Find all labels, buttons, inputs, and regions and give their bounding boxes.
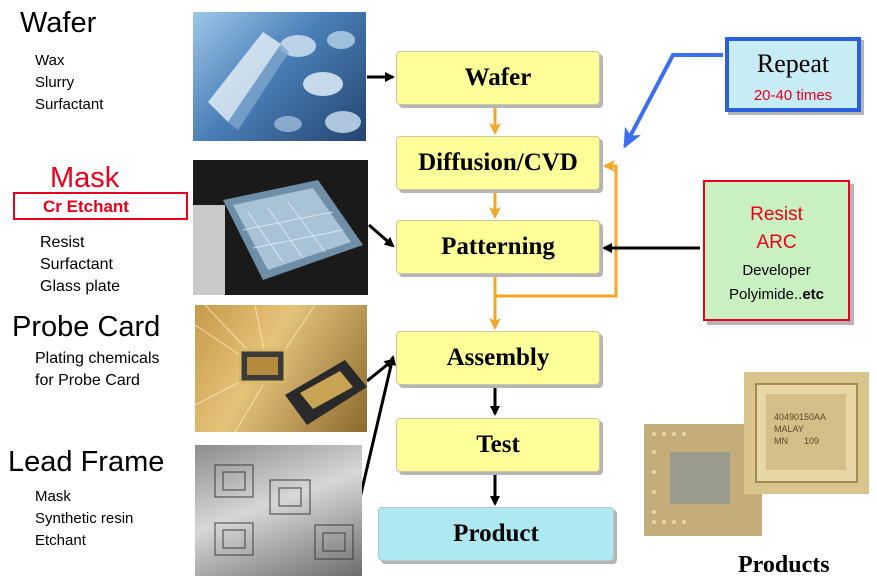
chip-marking-4: 109 [804,436,819,446]
wafer-item: Slurry [35,74,75,91]
polyimide-label: Polyimide..etc [705,286,848,303]
node-test: Test [396,418,600,472]
lead-frame-items: Mask Synthetic resin Etchant [35,486,133,552]
probe-card-item: Plating chemicals [35,350,160,367]
mask-items: Resist Surfactant Glass plate [40,232,120,298]
node-assembly: Assembly [396,331,600,385]
node-wafer: Wafer [396,51,600,105]
chip-marking-1: 40490150AA [774,412,826,422]
products-photo: 40490150AA MALAY MN 109 [644,372,869,564]
chip-marking-2: MALAY [774,424,804,434]
lead-frame-title: Lead Frame [8,446,165,478]
probe-card-title: Probe Card [12,311,161,343]
wafer-title: Wafer [20,7,97,39]
node-product: Product [378,507,614,561]
mask-title: Mask [50,162,120,194]
lead-frame-photo [195,445,362,576]
probe-card-photo [195,305,367,432]
mask-item: Resist [40,234,85,251]
lead-frame-item: Etchant [35,532,86,549]
arrow-mask-patterning [368,223,395,248]
resist-label: Resist [750,204,803,225]
repeat-loop-line [493,160,618,298]
probe-card-item: for Probe Card [35,372,140,389]
node-patterning: Patterning [396,220,600,274]
arrow-lead-assembly [354,355,397,516]
repeat-times: 20-40 times [753,87,833,104]
resist-box: Resist ARC Developer Polyimide..etc [703,180,850,321]
cr-etchant-box: Cr Etchant [13,192,188,220]
arrow-repeat [623,53,723,149]
repeat-title: Repeat [756,49,830,78]
lead-frame-item: Mask [35,488,71,505]
mask-item: Glass plate [40,278,121,295]
probe-card-items: Plating chemicals for Probe Card [35,348,160,392]
wafer-photo [193,12,366,141]
mask-item: Surfactant [40,256,113,273]
wafer-item: Wax [35,52,65,69]
etc-text: etc [802,286,825,303]
polyimide-text: Polyimide.. [728,286,803,303]
lead-frame-item: Synthetic resin [35,510,134,527]
node-diffusion-cvd: Diffusion/CVD [396,136,600,190]
repeat-box: Repeat 20-40 times [725,37,861,112]
developer-label: Developer [742,262,811,279]
cr-etchant-label: Cr Etchant [43,197,129,216]
products-caption: Products [738,552,830,578]
chip-marking-3: MN [774,436,788,446]
mask-photo [193,160,368,295]
wafer-item: Surfactant [35,96,104,113]
wafer-items: Wax Slurry Surfactant [35,50,103,116]
arc-label: ARC [756,232,797,253]
